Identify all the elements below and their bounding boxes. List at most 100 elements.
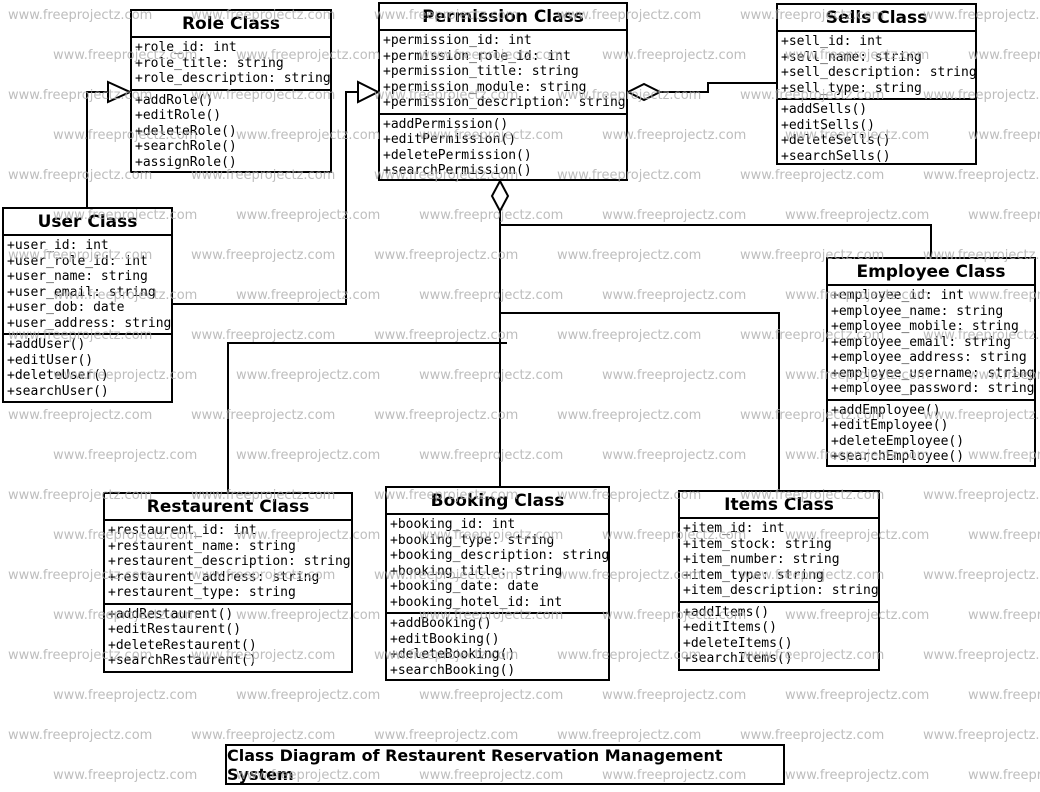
member-row: +sell_type: string (781, 80, 922, 96)
class-box-role: Role Class +role_id: int+role_title: str… (130, 9, 332, 173)
member-row: +searchEmployee() (831, 449, 965, 464)
member-row: +permission_role_id: int (383, 48, 571, 64)
attributes-section-restaurent: +restaurent_id: int+restaurent_name: str… (105, 521, 351, 603)
member-row: +assignRole() (135, 154, 237, 170)
methods-section-booking: +addBooking()+editBooking()+deleteBookin… (387, 612, 608, 680)
member-row: +addUser() (7, 337, 86, 352)
member-row: +deleteUser() (7, 368, 109, 383)
member-row: +deleteBooking() (390, 647, 516, 662)
member-row: +permission_id: int (383, 33, 532, 48)
diagram-title: Class Diagram of Restaurent Reservation … (227, 745, 723, 784)
attributes-section-employee: +employee_id: int+employee_name: string+… (828, 286, 1035, 399)
member-row: +editRestaurent() (108, 622, 242, 637)
member-row: +employee_address: string (831, 350, 1027, 365)
member-row: +addSells() (781, 102, 868, 117)
methods-section-items: +addItems()+editItems()+deleteItems()+se… (680, 600, 878, 669)
attributes-section-user: +user_id: int+user_role_id: int+user_nam… (4, 236, 171, 333)
member-row: +role_id: int (135, 40, 237, 55)
class-box-restaurent: Restaurent Class +restaurent_id: int+res… (103, 492, 353, 673)
attributes-section-booking: +booking_id: int+booking_type: string+bo… (387, 515, 610, 612)
member-row: +searchRole() (135, 139, 237, 154)
member-row: +permission_module: string (383, 79, 587, 95)
class-title-booking: Booking Class (387, 488, 608, 515)
member-row: +booking_hotel_id: int (390, 594, 563, 610)
generalization-arrow-user-to-permission (357, 80, 381, 104)
connector-permission-to-sells (660, 82, 776, 93)
member-row: +addItems() (683, 604, 770, 620)
member-row: +role_description: string (135, 71, 331, 86)
member-row: +user_email: string (7, 284, 156, 300)
member-row: +item_number: string (683, 552, 840, 567)
member-row: +employee_mobile: string (831, 319, 1019, 334)
class-title-permission: Permission Class (380, 4, 626, 31)
member-row: +booking_title: string (390, 563, 563, 579)
class-title-sells: Sells Class (778, 5, 975, 32)
member-row: +item_type: string (683, 567, 824, 583)
member-row: +role_title: string (135, 55, 284, 71)
diagram-caption-box: Class Diagram of Restaurent Reservation … (225, 744, 785, 785)
member-row: +addRestaurent() (108, 606, 234, 622)
member-row: +user_role_id: int (7, 253, 148, 269)
aggregation-diamond-permission-bottom (490, 178, 510, 214)
member-row: +addPermission() (383, 116, 509, 132)
class-box-employee: Employee Class +employee_id: int+employe… (826, 257, 1036, 467)
member-row: +deleteRole() (135, 123, 237, 139)
attributes-section-role: +role_id: int+role_title: string+role_de… (132, 38, 331, 89)
member-row: +employee_username: string (831, 365, 1035, 381)
member-row: +editRole() (135, 108, 222, 123)
member-row: +item_id: int (683, 521, 785, 536)
member-row: +employee_name: string (831, 303, 1004, 319)
class-box-booking: Booking Class +booking_id: int+booking_t… (385, 486, 610, 681)
member-row: +deleteSells() (781, 133, 891, 148)
member-row: +editPermission() (383, 132, 517, 147)
aggregation-diamond-permission-sells (625, 82, 663, 102)
class-box-items: Items Class +item_id: int+item_stock: st… (678, 490, 880, 671)
class-box-permission: Permission Class +permission_id: int+per… (378, 2, 628, 181)
member-row: +restaurent_id: int (108, 523, 257, 538)
class-title-items: Items Class (680, 492, 878, 519)
member-row: +deleteRestaurent() (108, 637, 257, 653)
member-row: +addEmployee() (831, 402, 941, 418)
member-row: +booking_description: string (390, 548, 610, 563)
member-row: +restaurent_description: string (108, 554, 351, 569)
member-row: +booking_id: int (390, 517, 516, 532)
member-row: +deleteItems() (683, 635, 793, 651)
member-row: +editBooking() (390, 631, 500, 647)
member-row: +permission_description: string (383, 95, 626, 110)
member-row: +editUser() (7, 352, 94, 368)
methods-section-restaurent: +addRestaurent()+editRestaurent()+delete… (105, 602, 351, 671)
member-row: +sell_name: string (781, 49, 922, 65)
member-row: +editItems() (683, 620, 777, 635)
member-row: +booking_type: string (390, 532, 555, 548)
member-row: +deletePermission() (383, 147, 532, 163)
attributes-section-sells: +sell_id: int+sell_name: string+sell_des… (778, 32, 977, 98)
member-row: +restaurent_address: string (108, 569, 320, 585)
member-row: +user_name: string (7, 269, 148, 284)
methods-section-user: +addUser()+editUser()+deleteUser()+searc… (4, 333, 171, 401)
member-row: +searchUser() (7, 383, 109, 399)
member-row: +addBooking() (390, 616, 492, 631)
member-row: +searchSells() (781, 148, 891, 164)
attributes-section-items: +item_id: int+item_stock: string+item_nu… (680, 519, 879, 601)
class-title-restaurent: Restaurent Class (105, 494, 351, 521)
member-row: +searchRestaurent() (108, 653, 257, 668)
member-row: +employee_email: string (831, 334, 1012, 350)
member-row: +restaurent_type: string (108, 585, 296, 600)
member-row: +searchBooking() (390, 662, 516, 678)
member-row: +editSells() (781, 117, 875, 133)
member-row: +user_address: string (7, 315, 172, 331)
member-row: +employee_id: int (831, 288, 965, 303)
connector-user-to-role (86, 91, 108, 208)
member-row: +sell_id: int (781, 34, 883, 49)
class-title-employee: Employee Class (828, 259, 1034, 286)
methods-section-role: +addRole()+editRole()+deleteRole()+searc… (132, 88, 330, 173)
member-row: +searchItems() (683, 651, 793, 666)
member-row: +sell_description: string (781, 65, 977, 80)
member-row: +searchPermission() (383, 163, 532, 178)
class-title-role: Role Class (132, 11, 330, 38)
member-row: +employee_password: string (831, 381, 1035, 396)
connector-permission-to-employee (500, 224, 932, 258)
member-row: +booking_date: date (390, 579, 539, 594)
member-row: +user_dob: date (7, 300, 125, 315)
connector-user-to-permission (173, 91, 358, 305)
